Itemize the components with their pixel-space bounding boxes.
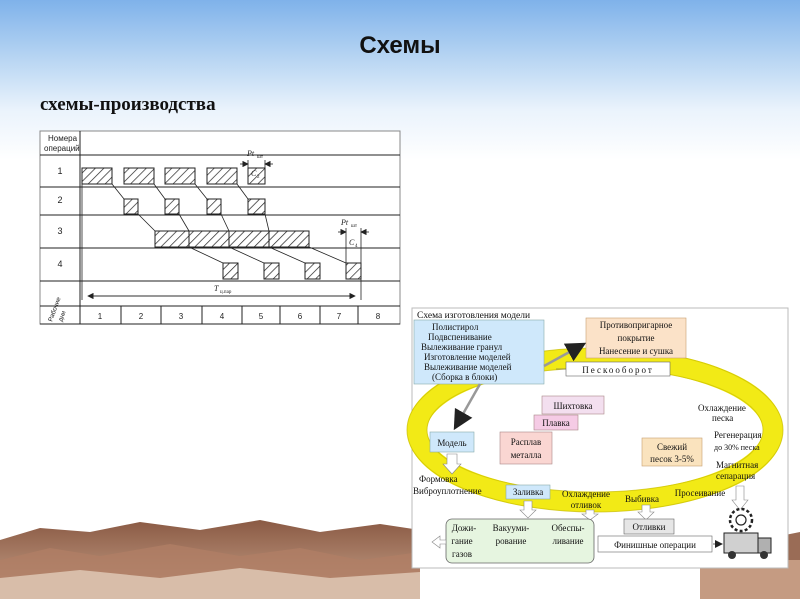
gantt-bar [228,230,270,248]
step: Полистирол [432,322,479,332]
castings-label: Отливки [633,522,666,532]
gantt-pt4-label: Pt [340,218,349,227]
dust-2: ливание [552,536,583,546]
process-title: Схема изготовления модели [417,311,530,321]
gantt-day: 3 [179,312,184,321]
model-steps-box [413,319,545,385]
molding-1: Формовка [419,474,458,484]
gantt-bar [81,167,113,185]
gantt-bar [247,198,266,215]
gantt-diagram: Номера операций 1 2 3 4 Рабочие дни 1 2 … [39,130,401,325]
gantt-bar [304,262,321,280]
gantt-row-label: 4 [57,259,62,269]
finishing-box [597,535,713,553]
dust-1: Обеспы- [551,523,584,533]
gantt-pt4-sub: шт [351,224,358,229]
coating-label-3: Нанесение и сушка [599,346,673,356]
finishing-label: Финишные операции [614,540,696,550]
gantt-day: 8 [376,312,381,321]
slide-subtitle: схемы-производства [40,94,216,115]
gantt-pt1-label: Pt [246,149,255,158]
model-box [429,431,475,453]
vacuum-2: рование [496,536,527,546]
fresh-sand-1: Свежий [657,442,687,452]
burn-1: Дожи- [452,523,476,533]
step: Вылеживание гранул [421,342,503,352]
gantt-day: 7 [337,312,342,321]
step: Изготовление моделей [424,352,511,362]
metal-box [499,431,553,465]
gantt-bar [154,230,190,248]
coating-label-2: покрытие [618,333,655,343]
charge-label: Шихтовка [554,401,593,411]
regen-2: до 30% песка [714,443,760,452]
regen-1: Регенерация [714,430,762,440]
pour-label: Заливка [513,487,543,497]
cooling-sand-2: песка [712,413,733,423]
gantt-c4-sub: 4 [355,244,358,249]
gantt-t-label: T [214,284,219,293]
gantt-day: 1 [98,312,103,321]
gantt-pt1-sub: шт [257,155,264,160]
gantt-row-label: 1 [57,166,62,176]
truck-icon [723,532,772,559]
gantt-c2-sub: 2 [257,175,260,180]
fresh-sand-2: песок 3-5% [650,454,694,464]
gantt-days-label-2: дни [57,310,67,323]
gantt-c4-label: C [349,238,355,247]
gantt-day: 5 [259,312,264,321]
knockout-label: Выбивка [625,494,659,504]
gantt-bar [164,198,180,215]
gantt-c2-label: C [251,169,257,178]
metal-label-1: Расплав [511,437,542,447]
sieving-label: Просеивание [675,488,725,498]
gantt-row-label: 3 [57,226,62,236]
gantt-bar [164,167,196,185]
gantt-bar [263,262,280,280]
gantt-header-1: Номера [48,134,78,143]
gear-icon [728,507,754,533]
fresh-sand-box [641,437,703,467]
charge-box [541,395,605,415]
cooling-sand-1: Охлаждение [698,403,746,413]
gantt-header-2: операций [44,144,80,153]
sand-loop-label: Пескооборот [582,365,654,375]
magnetic-2: сепарация [716,471,755,481]
vacuum-1: Вакууми- [493,523,530,533]
castings-box [623,518,675,535]
melt-box [533,414,579,431]
pour-box [505,484,551,500]
gantt-bar [123,198,139,215]
gantt-bar [188,230,230,248]
cast-cool-2: отливок [571,500,602,510]
gantt-bar [222,262,239,280]
model-label: Модель [437,438,466,448]
gantt-bar [206,167,238,185]
step: Подвспенивание [428,332,492,342]
gantt-bar [123,167,155,185]
gantt-bar [345,262,362,280]
gantt-t-sub: ц.пар [220,290,232,295]
gantt-bar [247,167,266,185]
gantt-bar [268,230,310,248]
coating-label-1: Противопригарное [600,320,673,330]
gantt-day: 2 [139,312,144,321]
burn-3: газов [452,549,472,559]
process-diagram: Схема изготовления модели Полистирол Под… [406,307,789,569]
cast-cool-1: Охлаждение [562,489,610,499]
gantt-day: 6 [298,312,303,321]
slide-title: Схемы [359,32,441,59]
burn-2: гание [451,536,472,546]
gantt-row-label: 2 [57,195,62,205]
step: (Сборка в блоки) [432,372,497,382]
gantt-day: 4 [220,312,225,321]
gantt-bar [206,198,222,215]
magnetic-1: Магнитная [716,460,758,470]
molding-2: Виброуплотнение [413,486,482,496]
melt-label: Плавка [542,418,569,428]
step: Вылеживание моделей [424,362,512,372]
coating-box [585,317,687,359]
metal-label-2: металла [511,450,542,460]
